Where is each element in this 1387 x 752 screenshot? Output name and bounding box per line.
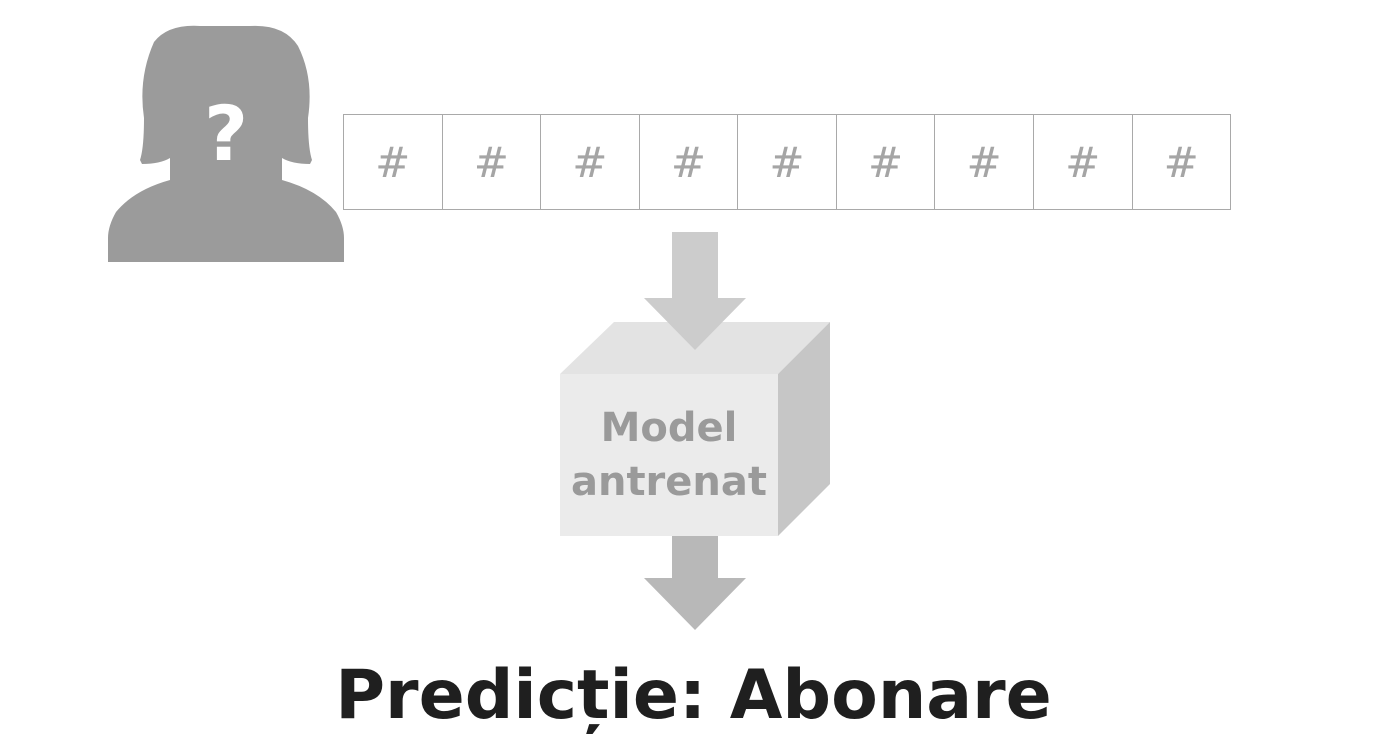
model-label: Model antrenat [560,374,778,536]
feature-cell: # [344,115,443,209]
person-silhouette [108,25,344,262]
arrow-down-icon [644,536,746,630]
feature-cell: # [640,115,739,209]
feature-cell: # [837,115,936,209]
model-box [560,322,830,536]
model-label-line2: antrenat [570,459,768,505]
prediction-label: Predicție: Abonare [335,656,1052,735]
feature-vector: # # # # # # # # # [343,114,1231,210]
feature-cell: # [541,115,640,209]
feature-cell: # [443,115,542,209]
feature-cell: # [1034,115,1133,209]
feature-cell: # [935,115,1034,209]
model-label-line1: Model [600,405,738,451]
feature-cell: # [738,115,837,209]
feature-cell: # [1163,137,1199,187]
unknown-person-icon: ? [108,25,344,262]
model-box-front [560,374,778,536]
arrow-down-icon [644,232,746,350]
model-box-side [778,322,830,536]
question-mark: ? [204,89,248,178]
